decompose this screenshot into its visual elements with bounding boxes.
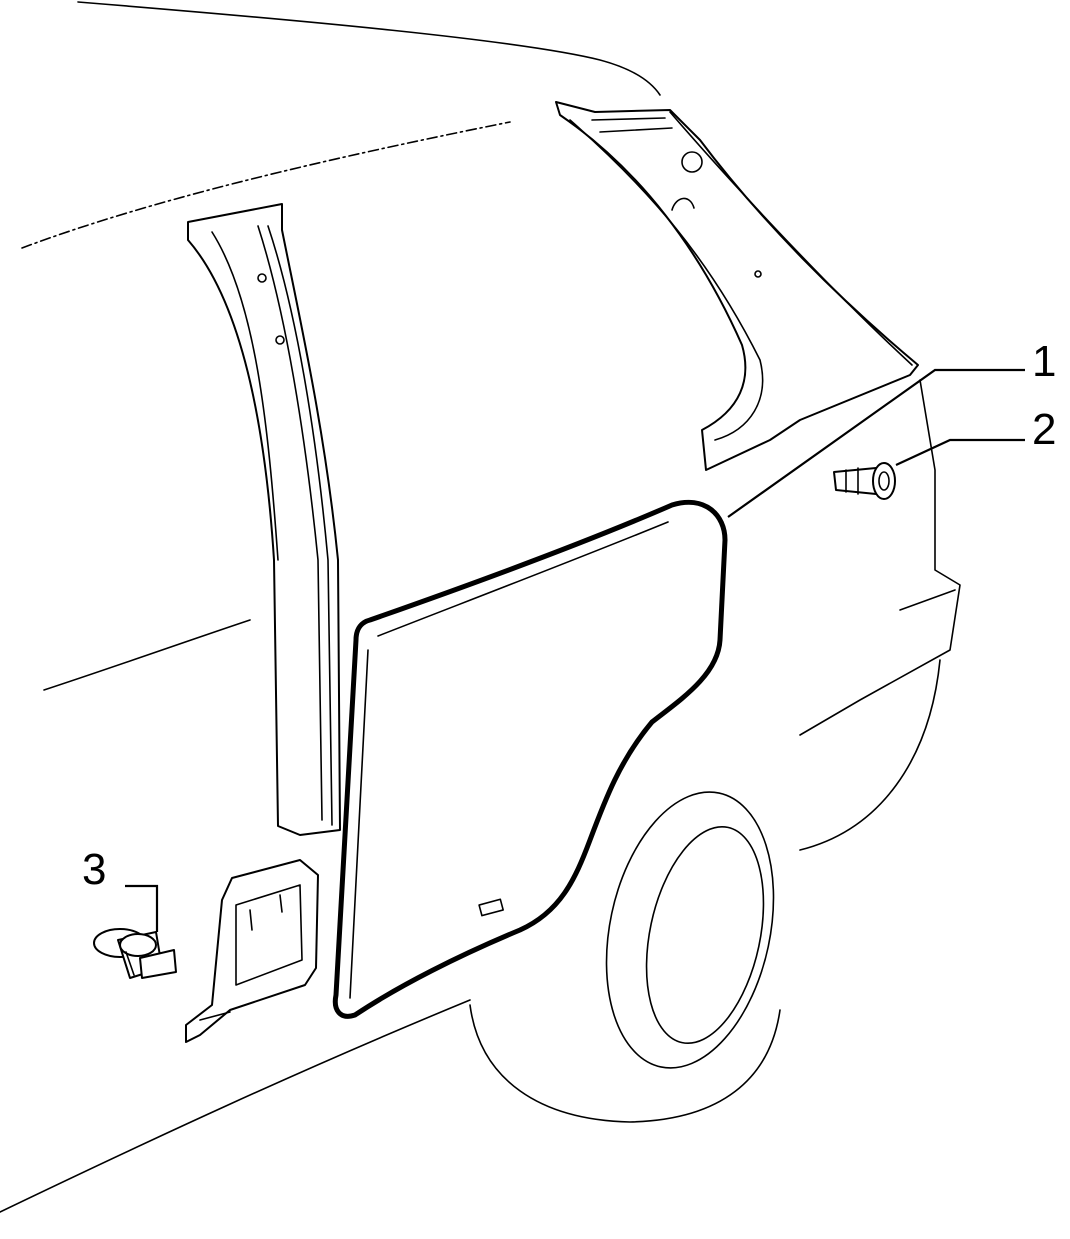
leader-3 — [125, 884, 159, 932]
leader-lines — [125, 368, 1025, 932]
car-body-outline — [0, 1, 961, 1213]
leader-2 — [895, 438, 1025, 466]
b-pillar-trim — [187, 203, 341, 836]
clip-part-3 — [93, 928, 177, 979]
lower-pillar-trim — [185, 859, 319, 1043]
callout-3: 3 — [82, 845, 107, 894]
leader-1 — [727, 368, 1025, 518]
callout-1: 1 — [1032, 337, 1057, 386]
push-clip-part-2 — [833, 462, 896, 500]
door-seal-part-1 — [332, 499, 728, 1019]
c-pillar-trim — [555, 101, 919, 471]
callout-2: 2 — [1032, 405, 1057, 454]
